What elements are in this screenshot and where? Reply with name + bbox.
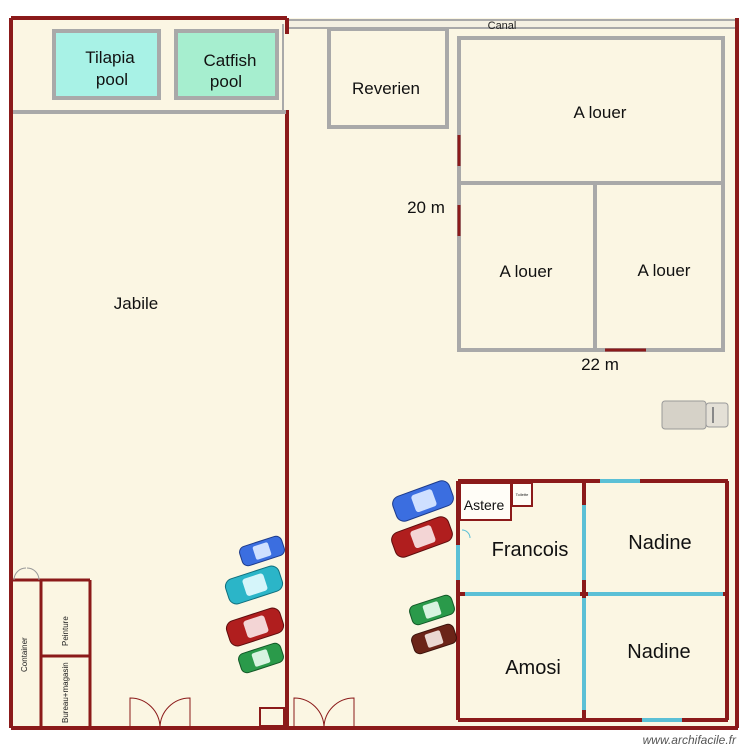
toilet-room: [511, 482, 533, 507]
tilapia-pool-label-1: Tilapia: [85, 48, 135, 67]
catfish-pool-label-1: Catfish: [204, 51, 257, 70]
car-icon: [391, 516, 453, 558]
archifacile-watermark: www.archifacile.fr: [643, 733, 737, 747]
container-label: Container: [20, 637, 29, 672]
car-icon: [224, 565, 284, 605]
francois-room-label: Francois: [492, 539, 569, 561]
door-swing-container: [13, 567, 40, 581]
amosi-room-label: Amosi: [505, 657, 561, 679]
tilapia-pool: [52, 29, 161, 100]
reverien-room: [327, 27, 449, 129]
catfish-pool-label-2: pool: [210, 72, 242, 91]
reverien-room-label: Reverien: [352, 79, 420, 98]
bottom-left-rooms: [13, 578, 92, 726]
car-icon: [411, 623, 457, 655]
toilet-label: Toilette: [516, 492, 529, 497]
window-marks: [456, 479, 723, 722]
car-icon: [225, 607, 285, 647]
double-door-yard: [293, 697, 355, 729]
bureau-magasin-label: Bureau+magasin: [61, 662, 70, 723]
small-utility-room: [259, 707, 285, 727]
catfish-pool: [174, 29, 279, 100]
floor-area: [11, 18, 738, 728]
a-louer-left-label: A louer: [500, 262, 553, 281]
dimension-height-label: 20 m: [407, 198, 445, 217]
a-louer-top-label: A louer: [574, 103, 627, 122]
car-icon: [238, 642, 284, 674]
double-door-jabile: [129, 697, 191, 729]
canal-label: Canal: [488, 20, 517, 32]
door-swing-astere: [461, 529, 471, 539]
exterior-walls: [9, 16, 739, 730]
nadine-bottom-room-label: Nadine: [627, 641, 690, 663]
peinture-label: Peinture: [61, 616, 70, 646]
car-icon: [239, 535, 285, 567]
dimension-width-label: 22 m: [581, 355, 619, 374]
car-icon: [392, 480, 454, 522]
a-louer-right-label: A louer: [638, 261, 691, 280]
jabile-room-label: Jabile: [114, 294, 158, 313]
tilapia-pool-label-2: pool: [96, 70, 128, 89]
car-icon: [409, 594, 455, 626]
a-louer-block: [457, 36, 725, 352]
truck-icon: [661, 400, 729, 430]
astere-room-label: Astere: [464, 497, 505, 513]
nadine-top-room-label: Nadine: [628, 532, 691, 554]
